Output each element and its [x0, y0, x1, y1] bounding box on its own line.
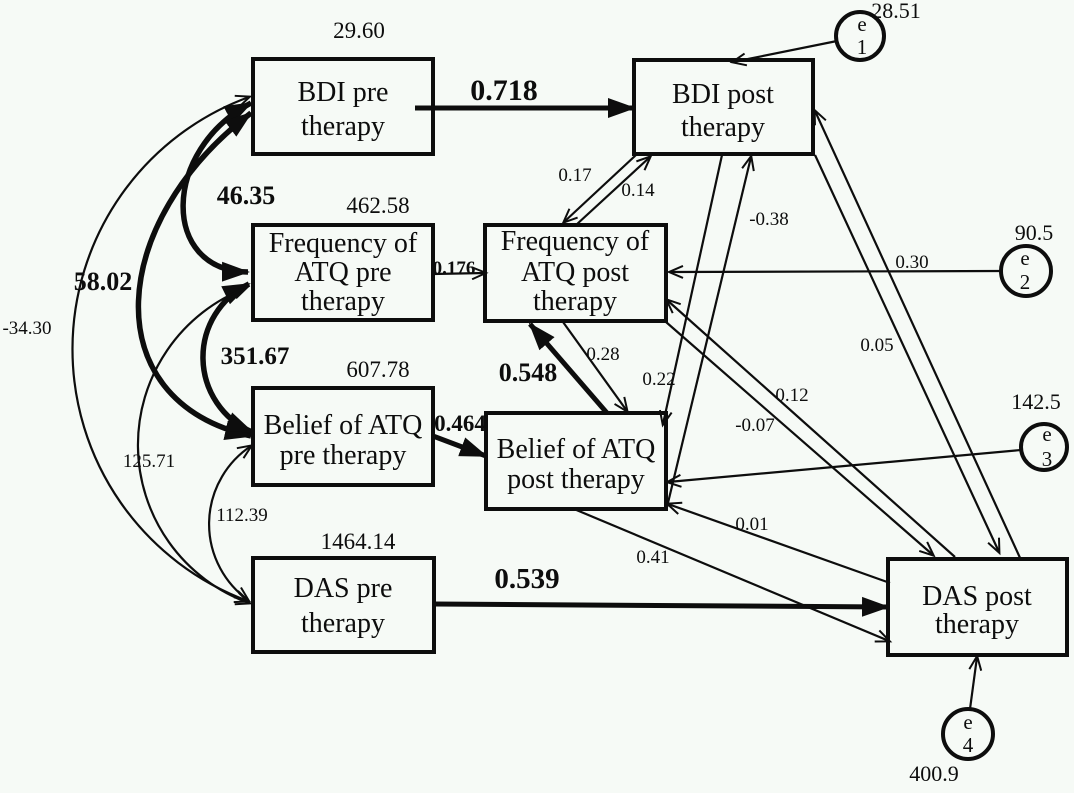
svg-text:607.78: 607.78 [346, 357, 409, 382]
svg-text:DAS post: DAS post [922, 581, 1032, 612]
svg-text:0.05: 0.05 [860, 335, 893, 356]
svg-text:90.5: 90.5 [1015, 220, 1054, 245]
svg-text:e: e [963, 710, 972, 734]
svg-text:0.14: 0.14 [621, 180, 655, 201]
svg-text:0.28: 0.28 [586, 344, 619, 365]
svg-text:Belief of ATQ: Belief of ATQ [264, 410, 423, 441]
svg-text:0.17: 0.17 [558, 165, 591, 186]
svg-text:therapy: therapy [533, 286, 617, 317]
svg-text:ATQ pre: ATQ pre [294, 257, 391, 288]
svg-text:e: e [1042, 422, 1051, 446]
svg-text:0.22: 0.22 [642, 369, 675, 390]
svg-text:125.71: 125.71 [123, 451, 175, 472]
svg-text:1464.14: 1464.14 [321, 529, 396, 554]
svg-text:-34.30: -34.30 [2, 318, 51, 339]
svg-text:ATQ post: ATQ post [521, 257, 629, 288]
svg-text:pre therapy: pre therapy [280, 440, 407, 471]
svg-text:58.02: 58.02 [74, 267, 133, 296]
svg-text:28.51: 28.51 [871, 0, 921, 23]
svg-text:-0.07: -0.07 [735, 415, 775, 436]
svg-text:0.539: 0.539 [494, 563, 559, 595]
svg-text:Frequency of: Frequency of [269, 228, 418, 259]
svg-text:400.9: 400.9 [909, 761, 959, 786]
svg-text:0.01: 0.01 [735, 514, 768, 535]
svg-text:therapy: therapy [301, 608, 385, 639]
svg-text:Belief of ATQ: Belief of ATQ [497, 434, 656, 465]
svg-text:0.41: 0.41 [636, 547, 669, 568]
svg-text:BDI pre: BDI pre [298, 77, 389, 108]
svg-text:e: e [1020, 246, 1029, 270]
svg-text:112.39: 112.39 [216, 505, 268, 526]
svg-text:0.718: 0.718 [470, 74, 538, 107]
svg-text:0.12: 0.12 [775, 385, 808, 406]
svg-text:0.30: 0.30 [895, 252, 928, 273]
svg-text:4: 4 [963, 733, 974, 757]
svg-text:142.5: 142.5 [1011, 389, 1061, 414]
svg-text:therapy: therapy [681, 112, 765, 143]
svg-text:1: 1 [857, 35, 868, 59]
svg-text:2: 2 [1020, 270, 1031, 294]
svg-text:29.60: 29.60 [333, 18, 385, 43]
svg-text:BDI post: BDI post [672, 79, 774, 110]
svg-text:46.35: 46.35 [217, 181, 276, 210]
svg-text:post therapy: post therapy [507, 464, 645, 495]
svg-text:e: e [857, 12, 866, 36]
svg-text:therapy: therapy [301, 286, 385, 317]
svg-text:0.464: 0.464 [434, 411, 486, 436]
svg-text:0.548: 0.548 [499, 358, 558, 387]
svg-text:therapy: therapy [935, 609, 1019, 640]
svg-text:351.67: 351.67 [221, 343, 290, 370]
svg-text:Frequency of: Frequency of [501, 226, 650, 257]
svg-text:DAS pre: DAS pre [294, 573, 393, 604]
svg-text:3: 3 [1042, 447, 1053, 471]
svg-text:462.58: 462.58 [346, 193, 409, 218]
svg-text:-0.38: -0.38 [749, 209, 789, 230]
svg-text:0.176: 0.176 [433, 258, 476, 279]
svg-text:therapy: therapy [301, 111, 385, 142]
